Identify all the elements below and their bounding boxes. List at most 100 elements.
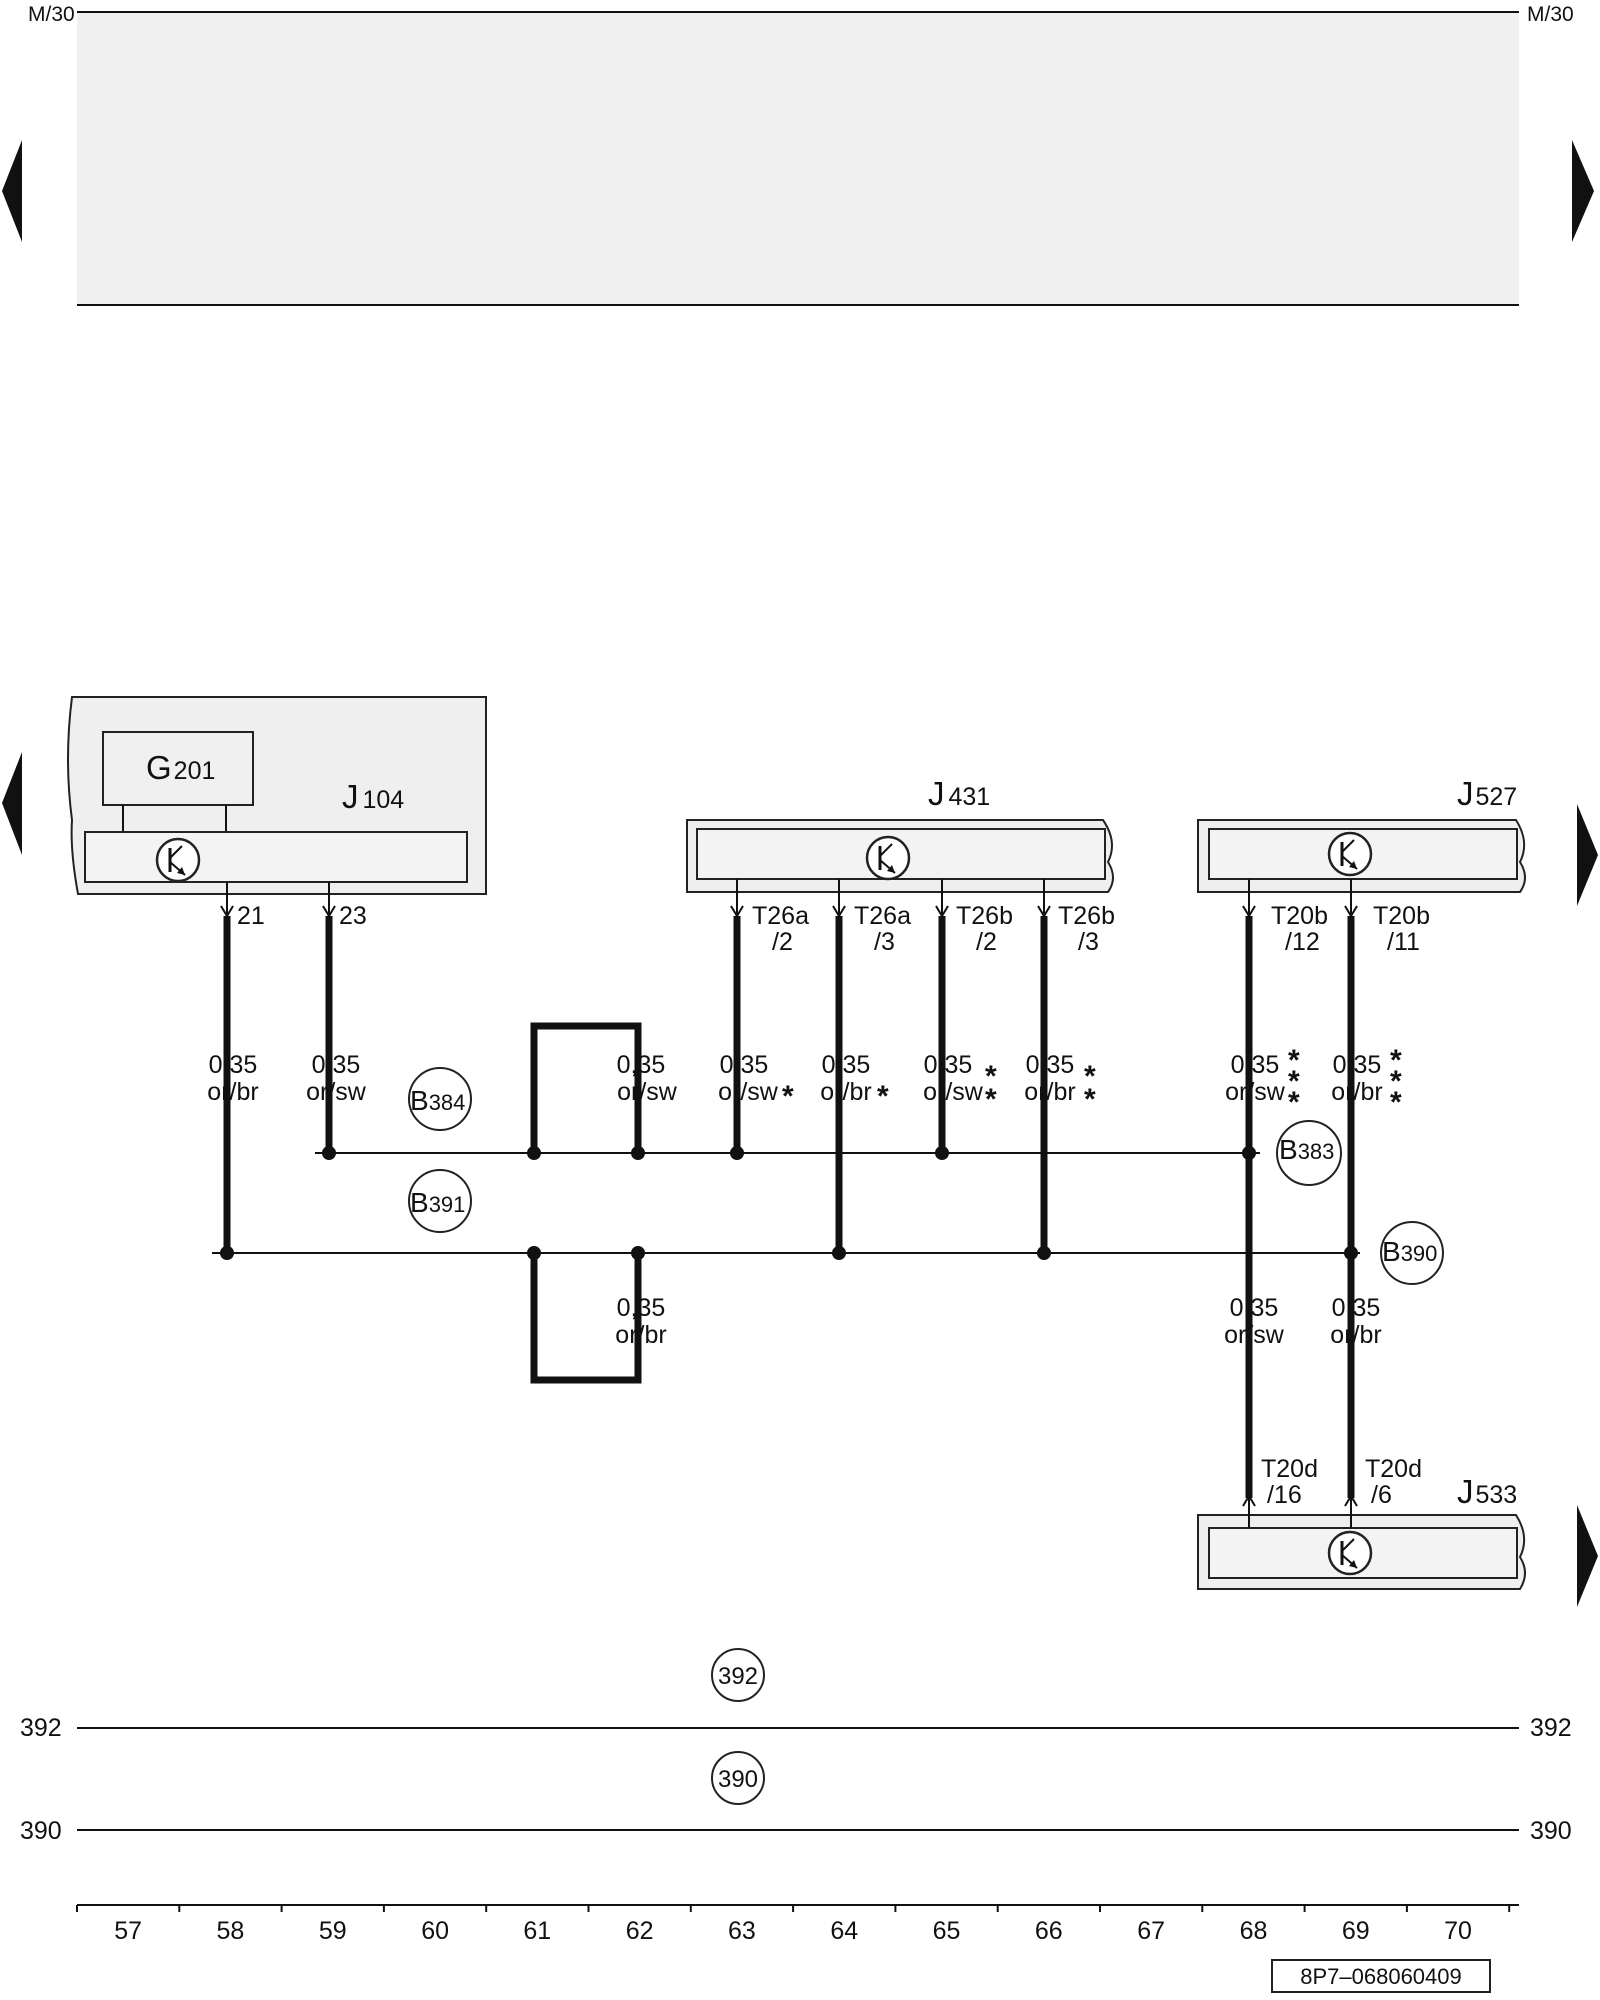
drawing-number-box: 8P7–068060409 [1271,1959,1491,1993]
pin-label-t20d6: T20d [1365,1455,1422,1483]
pin-label-t20b11: T20b [1373,902,1430,930]
pin-label-21: 21 [237,902,265,930]
page-right-arrow-mid[interactable] [1577,804,1598,906]
asterisk-marker: * [985,1083,997,1116]
column-number-69: 69 [1342,1917,1370,1945]
svg-text:J533: J533 [1457,1473,1517,1510]
pin-stubs [220,879,1358,1528]
transistor-icon [1327,1530,1373,1576]
top-reference-panel: M/30 M/30 [28,3,1574,306]
asterisk-marker: * [1288,1044,1300,1077]
splice-b384: B384 [408,1067,472,1131]
ground-line-390-right: 390 [1530,1817,1572,1845]
pin-label-t26b3: T26b [1058,902,1115,930]
asterisk-marker: * [1390,1044,1402,1077]
column-number-58: 58 [216,1917,244,1945]
asterisk-marker: * [985,1060,997,1093]
svg-text:T20b/12: T20b/12 [1271,902,1328,956]
wire-bridge-bottom [530,1253,642,1384]
svg-text:T20b/11: T20b/11 [1373,902,1430,956]
component-g201 [102,731,254,806]
j431-label: J [928,775,945,812]
page-left-arrow-mid[interactable] [2,752,22,855]
ground-lines: 392 392 392 390 390 390 [20,1648,1572,1845]
bus-lines [212,1146,1360,1260]
component-j533: J533 [1197,1473,1526,1590]
column-number-68: 68 [1240,1917,1268,1945]
svg-text:J527: J527 [1457,775,1517,812]
page-right-arrow-bottom[interactable] [1577,1505,1598,1607]
svg-text:T26a/3: T26a/3 [854,902,911,956]
splice-b391: B391 [408,1169,472,1233]
pin-label-t26b2: T26b [956,902,1013,930]
transistor-icon [155,837,201,883]
svg-text:T26a/2: T26a/2 [752,902,809,956]
drawing-number: 8P7–068060409 [1300,1964,1462,1989]
svg-text:B391: B391 [410,1187,465,1218]
j527-label: J [1457,775,1474,812]
j533-label: J [1457,1473,1474,1510]
ground-line-392-right: 392 [1530,1714,1572,1742]
column-number-62: 62 [626,1917,654,1945]
column-number-65: 65 [933,1917,961,1945]
column-number-57: 57 [114,1917,142,1945]
ref-label-left: M/30 [28,3,75,26]
column-number-67: 67 [1137,1917,1165,1945]
page-left-arrow-top[interactable] [2,140,22,242]
ref-label-right: M/30 [1527,3,1574,26]
pin-label-t26a2: T26a [752,902,809,930]
splice-b390: B390 [1380,1221,1444,1285]
ground-line-390-left: 390 [20,1817,62,1845]
asterisk-marker: * [1390,1086,1402,1119]
wires [223,916,1355,1498]
component-j527: J527 [1197,775,1526,893]
pin-labels: 21 23 T26a/2 T26a/3 T26b/2 T26b/3 T20b/1… [237,902,1430,1509]
pin-label-23: 23 [339,902,367,930]
j104-label: J [342,778,359,815]
asterisk-marker: * [1390,1065,1402,1098]
asterisk-marker: * [877,1080,889,1113]
svg-text:G201: G201 [146,749,215,786]
asterisk-marker: * [1288,1065,1300,1098]
splice-b383: B383 [1276,1120,1342,1186]
ground-circle-390: 390 [718,1766,758,1793]
transistor-icon [865,835,911,881]
ground-line-392-left: 392 [20,1714,62,1742]
column-number-66: 66 [1035,1917,1063,1945]
column-number-64: 64 [830,1917,858,1945]
svg-text:B383: B383 [1279,1134,1334,1165]
asterisk-marker: * [1084,1060,1096,1093]
pin-label-t20d16: T20d [1261,1455,1318,1483]
g201-label: G [146,749,172,786]
column-number-63: 63 [728,1917,756,1945]
pin-label-t26a3: T26a [854,902,911,930]
page-right-arrow-top[interactable] [1572,140,1594,242]
asterisk-marker: * [782,1080,794,1113]
svg-text:T20d/16: T20d/16 [1261,1455,1318,1509]
asterisk-markers: * * * * * * * * * * * * [782,1044,1402,1119]
asterisk-marker: * [1084,1083,1096,1116]
column-number-61: 61 [523,1917,551,1945]
svg-text:T26b/2: T26b/2 [956,902,1013,956]
column-number-60: 60 [421,1917,449,1945]
svg-text:T26b/3: T26b/3 [1058,902,1115,956]
asterisk-marker: * [1288,1086,1300,1119]
